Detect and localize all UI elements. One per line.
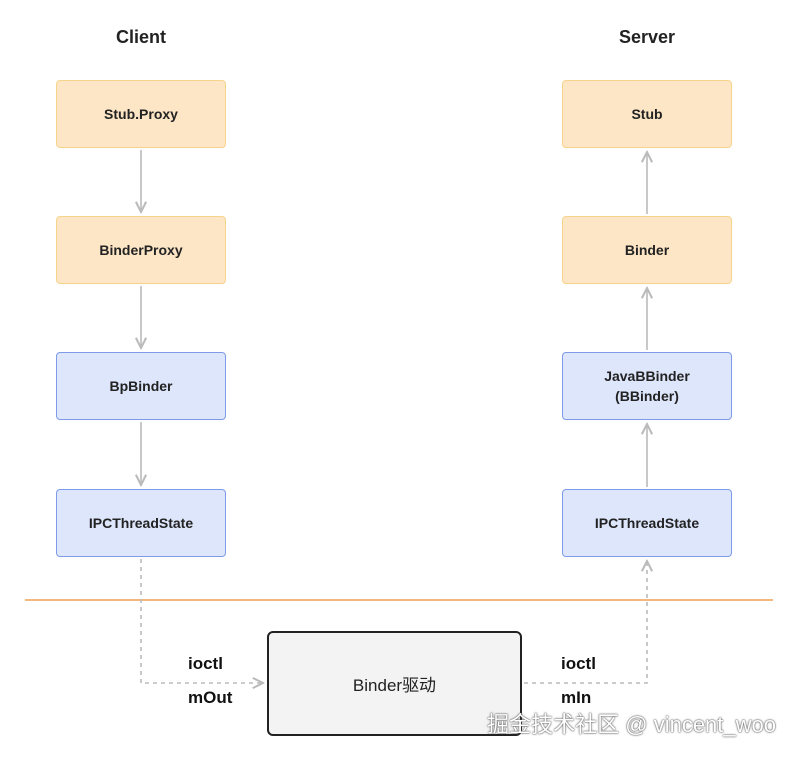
edge-client-ipc-to-driver — [140, 559, 263, 683]
binder-driver-node: Binder驱动 — [267, 631, 522, 736]
client-stub-proxy-node: Stub.Proxy — [56, 80, 226, 148]
server-binder-node: Binder — [562, 216, 732, 284]
left-edge-bottom-label: mOut — [188, 688, 233, 707]
client-binderproxy-node: BinderProxy — [56, 216, 226, 284]
client-title: Client — [115, 27, 166, 47]
server-ipcthreadstate-node: IPCThreadState — [562, 489, 732, 557]
watermark-text: 掘金技术社区 @ vincent_woo — [487, 712, 776, 737]
right-edge-top-label: ioctl — [561, 654, 596, 673]
server-title: Server — [618, 27, 676, 47]
server-stub-node: Stub — [562, 80, 732, 148]
client-bpbinder-node: BpBinder — [56, 352, 226, 420]
server-javabbinder-node: JavaBBinder (BBinder) — [562, 352, 732, 420]
left-edge-top-label: ioctl — [188, 654, 223, 673]
client-ipcthreadstate-node: IPCThreadState — [56, 489, 226, 557]
edge-driver-to-server-ipc — [524, 561, 647, 684]
right-edge-bottom-label: mIn — [561, 688, 592, 707]
